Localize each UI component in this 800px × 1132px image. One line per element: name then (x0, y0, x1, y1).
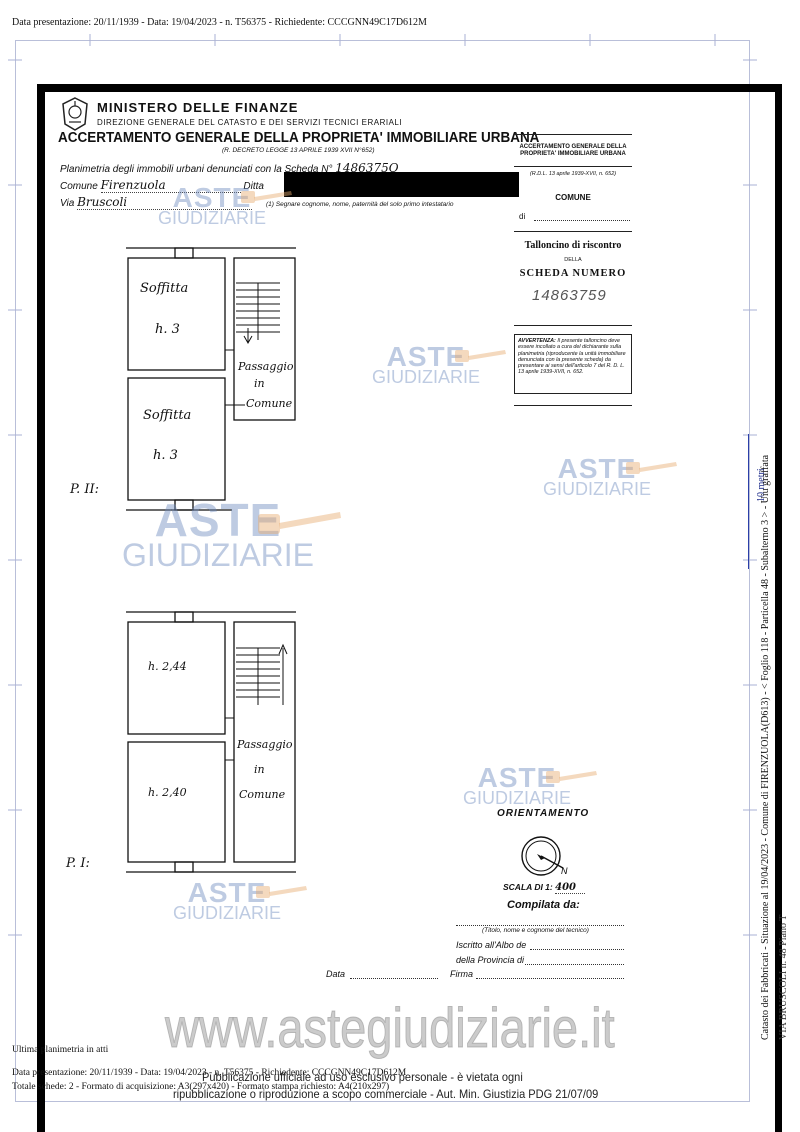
provincia-line (525, 964, 624, 965)
talloncino-number: 14863759 (532, 287, 607, 304)
talloncino-rule-bottom (514, 405, 632, 406)
form-frame-top (37, 84, 782, 92)
talloncino-comune: COMUNE (555, 193, 591, 202)
ditta-label: Ditta (243, 181, 264, 192)
via-line: Via Bruscoli (60, 195, 253, 210)
room-label-6: h. 2,40 (148, 786, 187, 799)
footnote: (1) Segnare cognome, nome, paternità del… (266, 201, 454, 208)
ministry-title: MINISTERO DELLE FINANZE (97, 100, 299, 115)
comune-line: Comune Firenzuola Ditta (60, 178, 264, 193)
titolo-note: (Titolo, nome e cognome del tecnico) (482, 927, 589, 934)
iscritto-label: Iscritto all'Albo de (456, 940, 527, 950)
side-catasto-text: Catasto dei Fabbricati - Situazione al 1… (760, 454, 771, 1040)
talloncino-rule-2 (514, 231, 632, 232)
stair-label-top-2: in (254, 377, 265, 390)
floor-label-upper: P. II: (70, 482, 100, 497)
room-label-1: Soffitta (140, 281, 189, 296)
form-frame-right (775, 84, 782, 1132)
form-title: ACCERTAMENTO GENERALE DELLA PROPRIETA' I… (58, 130, 540, 146)
talloncino-rule-top (514, 134, 632, 135)
scala-label: SCALA DI 1: (503, 882, 553, 892)
talloncino-head: ACCERTAMENTO GENERALE DELLA PROPRIETA' I… (519, 144, 627, 157)
publication-notice-1: Pubblicazione ufficiale ad uso esclusivo… (202, 1070, 523, 1084)
via-label: Via (60, 198, 75, 209)
via-value: Bruscoli (77, 195, 253, 210)
direzione-line: DIREZIONE GENERALE DEL CATASTO E DEI SER… (97, 118, 403, 127)
stair-label-top-3: Comune (246, 397, 293, 410)
north-arrow-icon: N (521, 836, 568, 876)
talloncino-scheda: SCHEDA NUMERO (519, 268, 627, 279)
talloncino-title: Talloncino di riscontro (524, 240, 622, 251)
talloncino-della: DELLA (564, 257, 582, 263)
footer-line-1: Data presentazione: 20/11/1939 - Data: 1… (12, 1068, 407, 1078)
side-address-text: VIA BRUSCOLI n. 48 Piano T (778, 914, 789, 1040)
svg-text:N: N (561, 866, 568, 876)
tecnico-line (456, 925, 624, 926)
talloncino-rule-3 (514, 325, 632, 326)
firma-label: Firma (450, 969, 473, 979)
planimetria-label: Planimetria degli immobili urbani denunc… (60, 164, 333, 175)
avvertenza-title: AVVERTENZA: (518, 338, 556, 344)
room-label-4: h. 3 (153, 448, 178, 463)
talloncino-rule-1 (514, 166, 632, 167)
site-watermark: www.astegiudiziarie.it (165, 996, 616, 1060)
scala-value: 400 (555, 882, 586, 894)
floor-label-lower: P. I: (66, 856, 90, 871)
publication-notice-2: ripubblicazione o riproduzione a scopo c… (173, 1087, 599, 1101)
talloncino-di-line (534, 220, 630, 221)
iscritto-line (530, 949, 624, 950)
scala-line: SCALA DI 1: 400 (503, 882, 586, 894)
form-frame-left (37, 84, 45, 1132)
footer-line-2: Totale schede: 2 - Formato di acquisizio… (12, 1082, 390, 1092)
comune-label: Comune (60, 181, 98, 192)
talloncino-rdl: (R.D.L. 13 aprile 1939-XVII, n. 652) (529, 171, 617, 177)
provincia-label: della Provincia di (456, 955, 525, 965)
compilata-label: Compilata da: (507, 899, 580, 911)
data-label: Data (326, 969, 346, 979)
talloncino-di: di (519, 212, 526, 221)
stair-label-top-1: Passaggio (238, 360, 294, 373)
room-label-3: Soffitta (143, 408, 192, 423)
stair-label-bottom-1: Passaggio (237, 738, 293, 751)
orientamento-title: ORIENTAMENTO (497, 808, 590, 819)
redacted-owner (284, 172, 519, 197)
comune-value: Firenzuola (100, 178, 241, 193)
stair-label-bottom-3: Comune (239, 788, 286, 801)
request-header: Data presentazione: 20/11/1939 - Data: 1… (12, 17, 427, 28)
decree-reference: (R. DECRETO LEGGE 13 APRILE 1939 XVII N°… (222, 147, 375, 154)
firma-line (476, 978, 624, 979)
stair-label-bottom-2: in (254, 763, 265, 776)
avvertenza-text: Il presente talloncino deve essere incol… (518, 338, 626, 376)
scale-bar (748, 434, 751, 569)
crop-box (15, 40, 750, 1102)
room-label-2: h. 3 (155, 322, 180, 337)
room-label-5: h. 2,44 (148, 660, 187, 673)
footer-ultima: Ultima planimetria in atti (12, 1045, 109, 1055)
data-line (350, 978, 438, 979)
state-emblem-icon (62, 97, 88, 131)
avvertenza-box: AVVERTENZA: Il presente talloncino deve … (514, 334, 632, 394)
